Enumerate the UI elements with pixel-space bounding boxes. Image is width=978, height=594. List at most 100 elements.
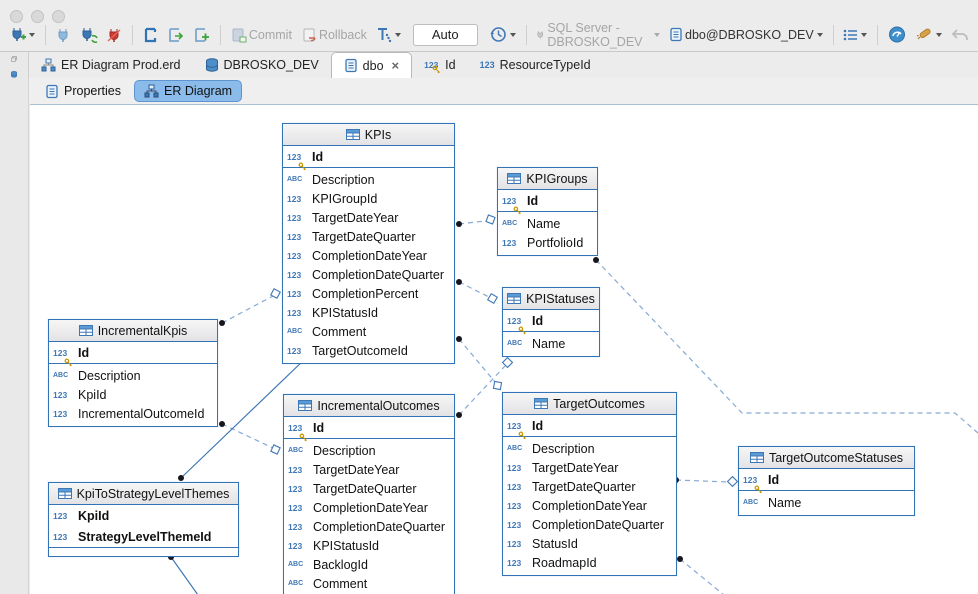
entity-header[interactable]: TargetOutcomes bbox=[503, 393, 676, 415]
tab-resourcetypeid[interactable]: 123 ResourceTypeId bbox=[468, 52, 603, 78]
spray-brush-icon bbox=[916, 28, 931, 40]
reconnect-button[interactable] bbox=[77, 25, 101, 45]
entity-header[interactable]: KPIStatuses bbox=[503, 288, 599, 310]
close-window-button[interactable] bbox=[10, 10, 23, 23]
entity-header[interactable]: KPIGroups bbox=[498, 168, 597, 190]
disconnect-button[interactable] bbox=[104, 25, 125, 45]
transaction-history-button[interactable] bbox=[487, 24, 519, 45]
tab-label: dbo bbox=[362, 58, 384, 73]
commit-button[interactable]: Commit bbox=[228, 25, 295, 45]
commit-mode-select[interactable]: Auto bbox=[412, 23, 478, 46]
entity-header[interactable]: IncrementalKpis bbox=[49, 320, 217, 342]
column-name: PortfolioId bbox=[527, 235, 584, 250]
rollback-button[interactable]: Rollback bbox=[298, 25, 370, 45]
zoom-window-button[interactable] bbox=[52, 10, 65, 23]
transaction-filter-icon bbox=[377, 27, 392, 42]
entity-header[interactable]: KpiToStrategyLevelThemes bbox=[49, 483, 238, 505]
active-schema-select[interactable]: dbo@DBROSKO_DEV bbox=[666, 25, 826, 44]
format-button[interactable] bbox=[912, 24, 945, 45]
sql-editor-button[interactable] bbox=[139, 25, 161, 45]
transaction-log-button[interactable] bbox=[373, 25, 404, 45]
column-name: Comment bbox=[313, 576, 368, 591]
tab-id[interactable]: 123 Id bbox=[412, 52, 467, 78]
number-key-icon: 123 bbox=[507, 421, 528, 439]
tab-dbo[interactable]: dbo × bbox=[330, 52, 413, 78]
undo-button[interactable] bbox=[948, 26, 972, 44]
new-connection-button[interactable] bbox=[6, 24, 38, 45]
entity-column-PortfolioId[interactable]: 123 PortfolioId bbox=[498, 233, 597, 252]
entity-header[interactable]: IncrementalOutcomes bbox=[284, 395, 454, 417]
minimize-window-button[interactable] bbox=[31, 10, 44, 23]
undo-arrow-icon bbox=[951, 28, 968, 40]
number-key-icon: 123 bbox=[287, 152, 308, 170]
database-nav-icon[interactable] bbox=[7, 70, 21, 78]
tab-er-diagram-prod[interactable]: ER Diagram Prod.erd bbox=[29, 52, 193, 78]
tab-dbrosko-dev[interactable]: DBROSKO_DEV bbox=[193, 52, 331, 78]
new-sql-editor-button[interactable] bbox=[190, 25, 213, 45]
restore-window-icon[interactable] bbox=[8, 56, 20, 62]
open-sql-script-button[interactable] bbox=[164, 25, 187, 45]
close-tab-icon[interactable]: × bbox=[391, 58, 400, 73]
connect-button[interactable] bbox=[53, 25, 74, 45]
subtab-er-diagram[interactable]: ER Diagram bbox=[133, 80, 243, 102]
entity-header[interactable]: KPIs bbox=[283, 124, 454, 146]
number-icon: 123 bbox=[502, 237, 517, 248]
sql-new-icon bbox=[195, 27, 210, 42]
entity-header[interactable]: TargetOutcomeStatuses bbox=[739, 447, 914, 469]
subtab-properties[interactable]: Properties bbox=[36, 81, 130, 102]
result-orientation-button[interactable] bbox=[840, 26, 870, 44]
relationship-line bbox=[458, 220, 486, 225]
active-connection-select[interactable]: SQL Server - DBROSKO_DEV bbox=[533, 19, 663, 51]
dashboard-button[interactable] bbox=[885, 24, 909, 45]
